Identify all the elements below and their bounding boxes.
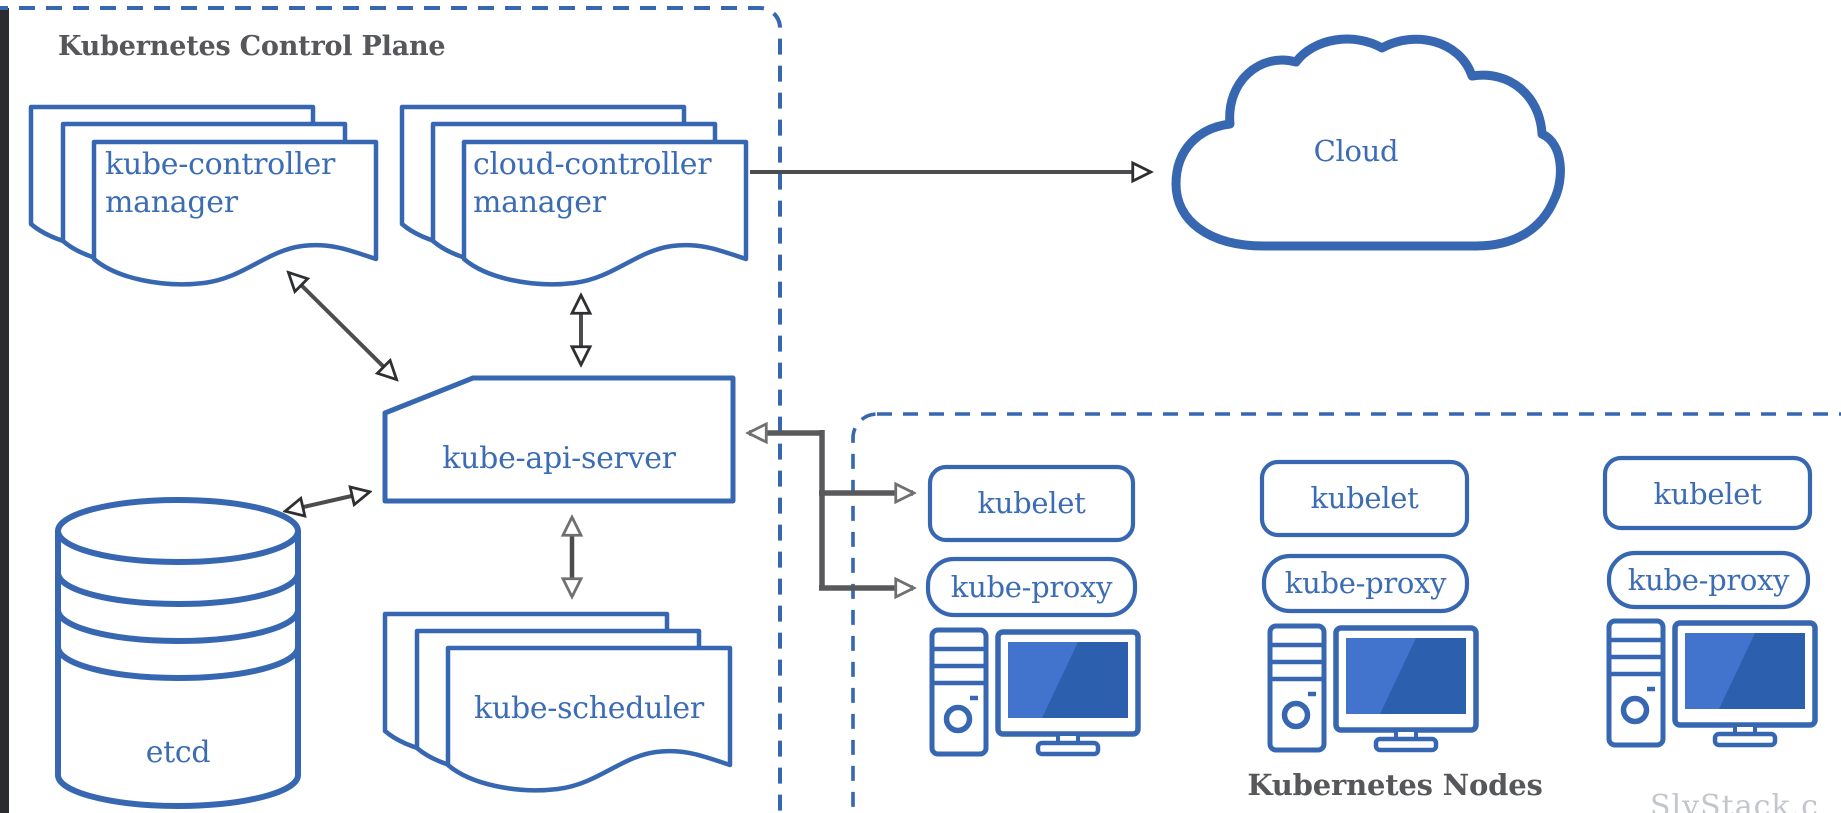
arrow-apiserver-etcd <box>286 492 369 511</box>
ccm-line1: cloud-controller <box>473 147 712 182</box>
node-3-kube-proxy-label: kube-proxy <box>1627 563 1790 597</box>
node-2-shapes <box>1259 459 1476 750</box>
node-3-shapes <box>1602 455 1815 745</box>
kube-proxy-box <box>1261 553 1470 614</box>
kube-api-server-shape <box>382 375 736 504</box>
left-edge-strip <box>0 8 9 813</box>
kube-api-server-label: kube-api-server <box>442 441 676 476</box>
control-plane-boundary <box>0 6 782 813</box>
kcm-line1: kube-controller <box>105 147 336 182</box>
arrows <box>286 172 1150 596</box>
node-2-kube-proxy-label: kube-proxy <box>1284 566 1447 600</box>
node-1-shapes <box>925 464 1138 754</box>
kubelet-box <box>927 464 1136 543</box>
arrow-apiserver-kcm <box>289 273 396 379</box>
etcd-label: etcd <box>145 735 211 770</box>
watermark-text: SlyStack.c <box>1650 789 1819 813</box>
computer-icon <box>1609 621 1815 745</box>
kube-proxy-box <box>925 556 1138 618</box>
node-2-kubelet-label: kubelet <box>1310 481 1419 515</box>
node-arrows <box>749 430 913 588</box>
node-1-kube-proxy-label: kube-proxy <box>950 570 1113 604</box>
kube-proxy-box <box>1606 550 1811 610</box>
kubelet-box <box>1602 455 1813 531</box>
cloud-label: Cloud <box>1313 134 1399 168</box>
ccm-line2: manager <box>473 184 606 220</box>
kubelet-box <box>1259 459 1470 538</box>
control-plane-title: Kubernetes Control Plane <box>58 31 446 62</box>
cloud-shape <box>1171 34 1565 251</box>
computer-icon <box>1270 626 1476 750</box>
nodes-boundary <box>851 412 1841 813</box>
etcd-shape <box>55 497 301 810</box>
nodes-title: Kubernetes Nodes <box>1247 768 1543 802</box>
node-1-kubelet-label: kubelet <box>977 486 1086 520</box>
kcm-line2: manager <box>105 184 238 220</box>
kube-scheduler-label: kube-scheduler <box>474 691 704 726</box>
computer-icon <box>932 630 1138 754</box>
node-3-kubelet-label: kubelet <box>1653 477 1762 511</box>
